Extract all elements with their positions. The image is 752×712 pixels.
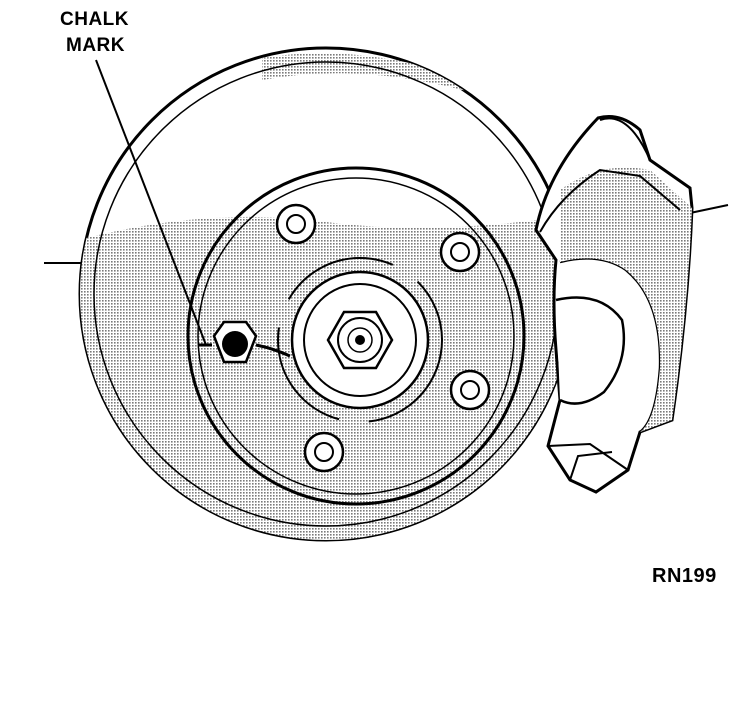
chalk-mark-label-line2: MARK [66,35,125,56]
wheel-stud [303,431,345,473]
brake-caliper [534,115,694,494]
chalk-marked-lug-nut [198,320,291,364]
wheel-stud [449,369,491,411]
callout-leader-line [95,59,207,346]
axle-line-right [689,204,729,214]
wheel-stud [275,203,317,245]
figure-code: RN199 [652,565,717,587]
wheel-studs [275,203,491,473]
chalk-mark-label-line1: CHALK [60,9,129,30]
wheel-stud [439,231,481,273]
hub [186,166,526,506]
